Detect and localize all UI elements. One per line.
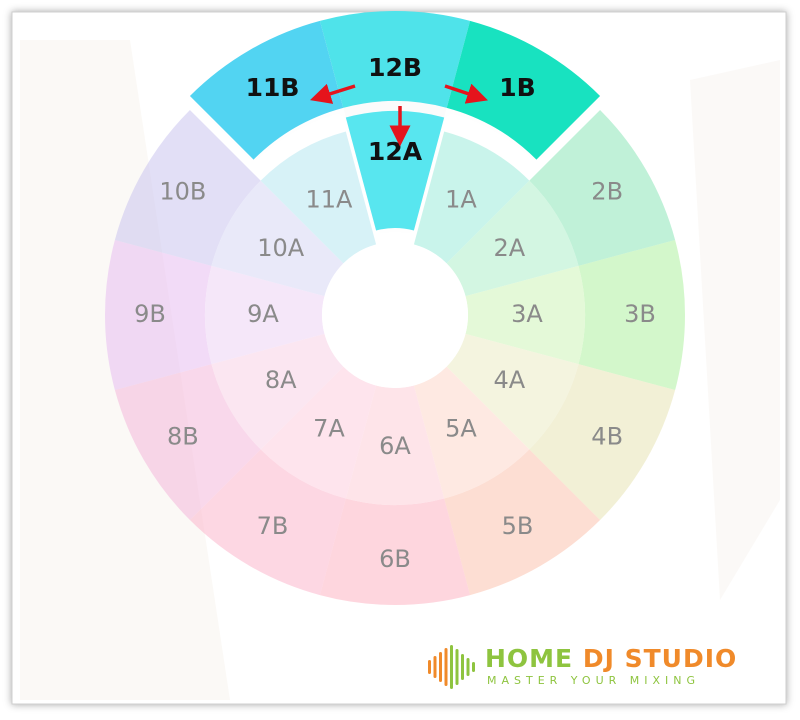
inner-segment-2a [446,180,579,297]
outer-label-11b: 11B [246,73,300,102]
logo-word-dj-studio: DJ STUDIO [573,644,738,673]
waveform-bar [455,649,459,685]
outer-segment-6b [319,498,471,605]
outer-segment-9b [104,239,212,391]
inner-label-7a: 7A [313,414,345,442]
inner-segment-11a [260,131,377,264]
inner-segment-12a [345,111,445,231]
outer-segment-8b [114,364,261,521]
outer-label-5b: 5B [502,512,534,540]
outer-segment-4b [529,364,676,521]
inner-label-4a: 4A [493,366,525,394]
waveform-icon [428,645,475,689]
inner-label-11a: 11A [306,186,354,214]
outer-segment-2b [529,109,676,266]
highlighted-segments [189,11,601,231]
outer-label-10b: 10B [159,178,206,206]
waveform-bar [439,652,442,682]
outer-segment-12b [319,11,471,108]
outer-label-6b: 6B [379,545,411,573]
waveform-bar [444,648,448,686]
inner-segment-6a [345,385,445,506]
inner-label-3a: 3A [511,300,543,328]
outer-label-12b: 12B [368,53,422,82]
wheel-center-hole [322,242,468,388]
inner-label-8a: 8A [265,366,297,394]
outer-label-2b: 2B [591,178,623,206]
home-dj-studio-logo: HOME DJ STUDIO MASTER YOUR MIXING [425,645,775,690]
waveform-bar [461,654,464,680]
outer-label-4b: 4B [591,423,623,451]
logo-title: HOME DJ STUDIO [485,646,737,672]
outer-label-1b: 1B [499,73,535,102]
inner-segment-3a [465,265,585,365]
waveform-bar [472,662,475,672]
inner-label-10a: 10A [257,234,305,262]
mixing-arrows [309,83,488,147]
inner-segment-5a [413,366,530,499]
inner-segment-1a [413,131,530,264]
outer-segment-1b [446,20,601,160]
waveform-bar [433,656,437,678]
outer-segment-11b [189,20,344,160]
inner-label-12a: 12A [368,137,423,166]
inner-segment-10a [211,180,344,297]
inner-label-6a: 6A [379,432,411,460]
inner-segment-8a [211,333,344,450]
waveform-bar [466,658,470,676]
outer-segment-5b [444,449,601,596]
outer-segment-10b [114,109,261,266]
inner-segment-4a [446,333,579,450]
outer-segment-3b [578,239,685,391]
outer-label-7b: 7B [257,512,289,540]
inner-label-2a: 2A [493,234,525,262]
inner-label-9a: 9A [247,300,279,328]
logo-word-home: HOME [485,644,574,673]
inner-label-1a: 1A [445,186,477,214]
waveform-bar [428,660,431,674]
outer-label-9b: 9B [134,300,166,328]
outer-segment-7b [189,449,346,596]
outer-label-3b: 3B [624,300,656,328]
logo-tagline: MASTER YOUR MIXING [487,674,701,687]
outer-label-8b: 8B [167,423,199,451]
arrow-to-1b [444,83,488,104]
arrow-to-11b [309,83,356,104]
inner-segment-9a [205,265,325,365]
waveform-bar [450,645,453,689]
inner-segment-7a [260,366,377,499]
inner-label-5a: 5A [445,414,477,442]
